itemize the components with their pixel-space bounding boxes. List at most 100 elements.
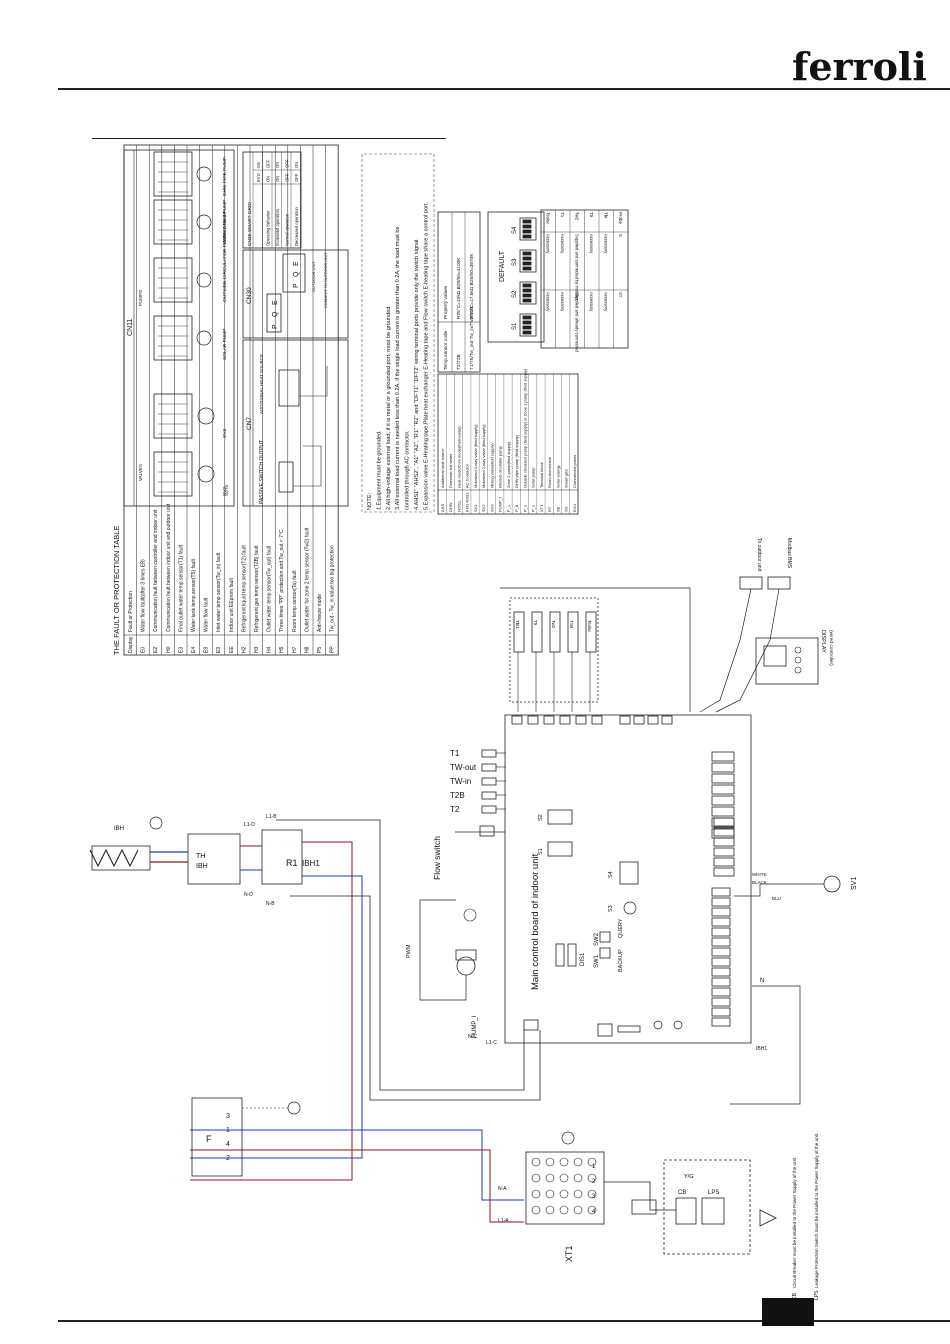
legend-desc: DHW pipe pump (field supply) [514, 434, 519, 488]
outdoor-terminal [739, 576, 763, 590]
cn30-terminal: P [293, 283, 300, 288]
cn11-terminal-block [153, 393, 193, 439]
flow-switch-label: Flow switch [432, 836, 442, 880]
sensor-probe [481, 763, 497, 772]
cb-breaker [675, 1197, 697, 1225]
probe-name: Probe [618, 212, 623, 225]
cn30-terminal: P [272, 324, 279, 329]
right-sensor-label: T1B [569, 620, 574, 628]
smart-grid-mode: Normal operation [285, 213, 290, 246]
fault-table-desc: Water tank temp.sensor(T5) fault [191, 558, 197, 632]
probe-s: S [618, 234, 623, 237]
cn30-terminal-upper [266, 293, 282, 333]
cn11-terminal-block [153, 199, 193, 245]
cn11-pump-icon [196, 214, 212, 230]
outdoor-label-group: To outdoor unit [756, 538, 762, 572]
ground-icon [287, 1101, 301, 1115]
cn-terminal [711, 751, 735, 762]
legend-desc: Zone 2 pump(field supply) [506, 441, 511, 488]
right-sensor-body [549, 611, 561, 653]
cn11-terminal [711, 897, 731, 907]
probe-s: Accessory [589, 234, 594, 254]
smart-grid-mode: Decreased operation [294, 206, 299, 246]
fault-table-desc: Final outlet water temp.sensor(T1) fault [178, 544, 184, 632]
s3-label: S3 [608, 905, 614, 912]
xt1-screw [545, 1157, 555, 1167]
board-connector [559, 715, 571, 725]
dip-switch-key [522, 261, 532, 266]
cn30-terminal-lower [282, 253, 306, 293]
dip-switch-key [522, 266, 532, 271]
outdoor-wire [699, 588, 752, 713]
legend-desc: Solar energy [555, 465, 560, 488]
wire-label-l1d: L1-D [244, 822, 255, 828]
sv1-wire [734, 883, 824, 897]
pump-label: PUMP_I [472, 1015, 478, 1038]
sv2-icon [197, 465, 215, 483]
fuse-terminal: 4 [226, 1141, 230, 1148]
mains-wire [604, 1181, 676, 1211]
xt1-screw [545, 1189, 555, 1199]
sensor-loop-wire [500, 587, 691, 712]
cb-note-code: CB [792, 1292, 798, 1300]
dip-switch-key [522, 315, 532, 320]
right-sensor-frame [509, 597, 599, 703]
xt1-screw [531, 1157, 541, 1167]
lps-note-code: LPS [814, 1290, 820, 1300]
sensor-label: TW-out [450, 763, 477, 772]
cn7-frame [242, 339, 349, 507]
cn11-pump-icon [196, 166, 212, 182]
board-connector [619, 715, 631, 725]
modbus-wire [715, 588, 780, 713]
fault-table-code: E9 [216, 647, 222, 653]
sw1-label: SW1 [594, 954, 600, 968]
smart-grid-mode: Increased operation [275, 208, 280, 246]
legend-desc: Motorized 3-way valve (field supply) [473, 424, 478, 488]
cn30-terminal: Q [293, 271, 300, 277]
cn7-terminal [713, 847, 735, 857]
board-connector [511, 715, 523, 725]
probe-s: Supplied and connected by installer [575, 234, 580, 301]
cn11-terminal-block [153, 257, 193, 303]
th-ibh-box [187, 833, 241, 885]
wired-controller [755, 637, 819, 685]
wire-label-l1a: L1-A [498, 1218, 509, 1224]
cable-gland [631, 1199, 657, 1215]
smart-grid-mode: Operating behavior [266, 210, 271, 246]
controller-screen [763, 645, 787, 667]
n-label: N [760, 978, 764, 984]
legend-code: SG [564, 506, 569, 512]
fault-table-code: E3 [178, 647, 184, 653]
display-label: DISPLAY [820, 630, 826, 653]
smart-grid-evu: OFF [294, 173, 299, 182]
board-connector [661, 715, 673, 725]
footer-rule [58, 1320, 950, 1322]
note-line: controlled through AC contactor. [405, 430, 411, 510]
board-connector [575, 715, 587, 725]
fault-table-code: E8 [204, 647, 210, 653]
cn11-terminal [711, 917, 731, 927]
cn-terminal [711, 773, 735, 784]
note-line: NOTE: [367, 492, 373, 510]
dip-switch-key [522, 219, 532, 224]
fault-table-code: H0 [166, 646, 172, 653]
dis1-display [555, 943, 565, 967]
dip-switch-key [522, 251, 532, 256]
legend-desc: Smart grid [564, 470, 569, 488]
sv1-label: SV1 [851, 877, 858, 890]
fault-table-desc: Indoor unit EEprom fault [229, 577, 235, 632]
xt1-screw [559, 1157, 569, 1167]
s4-label: S4 [608, 871, 614, 878]
cn-terminal [711, 806, 735, 817]
cn11-pumps-group: PUMPS [138, 290, 143, 306]
cn11-note: NOTE: [224, 484, 229, 496]
ground-icon [149, 816, 163, 830]
cn-connector [597, 1023, 613, 1037]
cn7-switch [278, 461, 294, 493]
cn7-terminal [713, 827, 735, 837]
fault-table-code: E2 [153, 647, 159, 653]
fault-table-desc: Room temp.sensor(Ta) fault [292, 570, 298, 632]
cn11-terminal [711, 977, 731, 987]
